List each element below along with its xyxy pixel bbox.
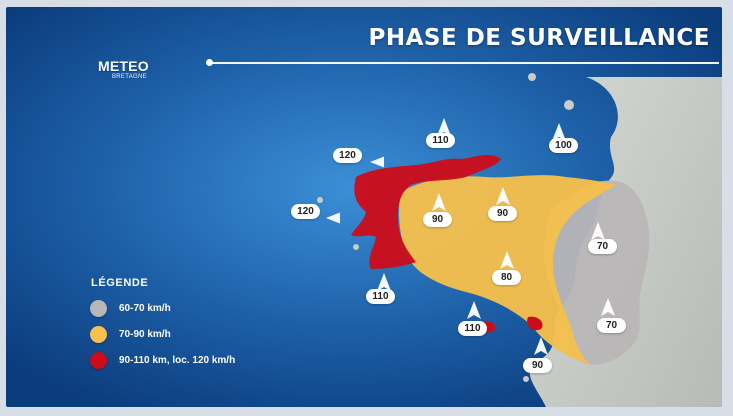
wind-arrow-5 [432, 193, 446, 211]
wind-arrow-1 [437, 118, 451, 136]
meteo-bretagne-logo: METEO BRETAGNE [86, 49, 156, 95]
gust-badge-1: 110 [426, 133, 455, 148]
wind-arrow-6 [496, 187, 510, 205]
title-dot [206, 59, 213, 66]
gust-badge-2: 100 [549, 138, 578, 153]
legend-label-gray: 60-70 km/h [119, 302, 171, 314]
gust-badge-8: 80 [492, 270, 521, 285]
legend-label-red: 90-110 km, loc. 120 km/h [119, 354, 236, 366]
gust-badge-9: 110 [366, 289, 395, 304]
legend-swatch-red [90, 351, 107, 369]
island-1 [528, 73, 536, 81]
island-5 [523, 376, 529, 382]
zone-red [351, 154, 501, 269]
gust-badge-11: 70 [597, 318, 626, 333]
wind-arrow-9 [377, 273, 391, 291]
map-frame: METEO BRETAGNE PHASE DE SURVEILLANCE LÉG… [6, 7, 722, 407]
legend-item-gray: 60-70 km/h [90, 299, 171, 317]
wind-arrow-3 [370, 156, 384, 168]
title-rule [211, 62, 719, 64]
legend-item-red: 90-110 km, loc. 120 km/h [90, 351, 235, 369]
gust-badge-6: 90 [488, 206, 517, 221]
wind-arrow-8 [500, 251, 514, 269]
logo-bottom: BRETAGNE [112, 74, 147, 80]
wind-arrow-2 [552, 123, 566, 141]
legend-swatch-yellow [90, 325, 107, 343]
legend-label-yellow: 70-90 km/h [119, 328, 171, 340]
gust-badge-10: 110 [458, 321, 487, 336]
wind-arrow-11 [601, 298, 615, 316]
gust-badge-4: 120 [291, 204, 320, 219]
legend-swatch-gray [90, 299, 107, 317]
wind-arrow-4 [326, 212, 340, 224]
zone-red-coast-2 [527, 316, 543, 331]
legend-item-yellow: 70-90 km/h [90, 325, 171, 343]
wind-arrow-7 [591, 222, 605, 240]
island-3 [317, 197, 323, 203]
wind-arrow-12 [534, 337, 548, 355]
gust-badge-12: 90 [523, 358, 552, 373]
legend-title: LÉGENDE [91, 277, 149, 289]
map-svg [6, 7, 722, 407]
map-title: PHASE DE SURVEILLANCE [368, 25, 710, 51]
gust-badge-3: 120 [333, 148, 362, 163]
gust-badge-7: 70 [588, 239, 617, 254]
gust-badge-5: 90 [423, 212, 452, 227]
logo-top: METEO [98, 58, 149, 74]
island-4 [353, 244, 359, 250]
wind-arrow-10 [467, 301, 481, 319]
island-2 [564, 100, 574, 110]
